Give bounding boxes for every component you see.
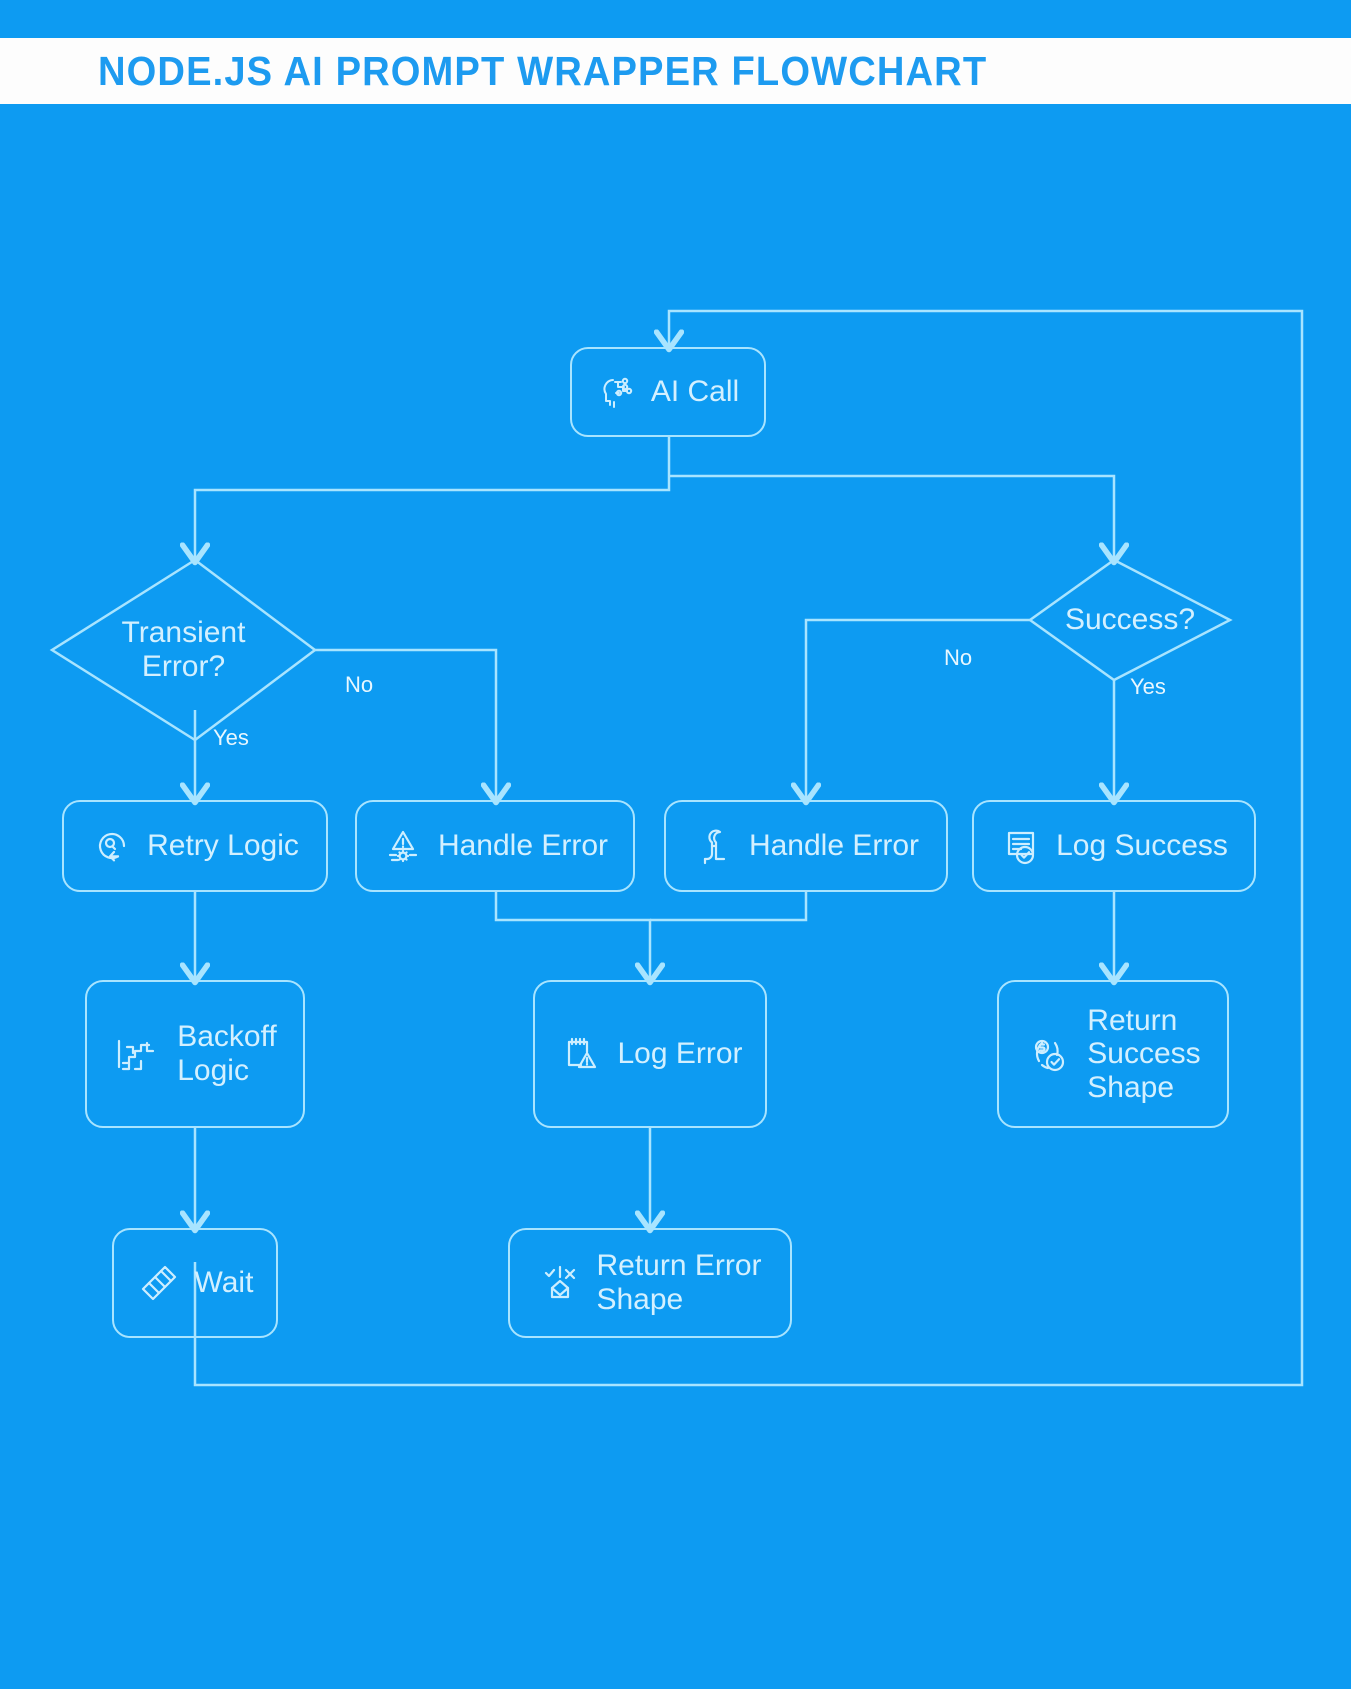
node-log-success[interactable]: Log Success	[972, 800, 1256, 892]
node-ai-call-label: AI Call	[650, 375, 740, 409]
decision-success: Success?	[1030, 560, 1230, 680]
node-handle-error-1[interactable]: Handle Error	[355, 800, 635, 892]
node-log-error-label: Log Error	[617, 1037, 743, 1071]
decision-transient-error-label: Transient Error?	[121, 615, 246, 684]
notepad-warning-icon	[557, 1031, 603, 1077]
node-return-success[interactable]: Return Success Shape	[997, 980, 1229, 1128]
stair-step-icon	[113, 1031, 159, 1077]
node-handle-error-2[interactable]: Handle Error	[664, 800, 948, 892]
node-backoff-logic[interactable]: Backoff Logic	[85, 980, 305, 1128]
edge-label-transient-no: No	[345, 672, 374, 697]
ai-brain-icon	[597, 372, 637, 412]
wrench-icon	[693, 825, 735, 867]
document-check-icon	[1000, 825, 1042, 867]
node-log-success-label: Log Success	[1056, 829, 1228, 863]
warning-gear-icon	[382, 825, 424, 867]
node-return-success-label: Return Success Shape	[1087, 1003, 1201, 1104]
node-return-error[interactable]: Return Error Shape	[508, 1228, 792, 1338]
decision-success-label: Success?	[1064, 602, 1196, 636]
diamond-success	[1027, 558, 1233, 682]
check-cross-icon	[538, 1261, 582, 1305]
retry-refresh-icon	[91, 825, 133, 867]
node-backoff-logic-label: Backoff Logic	[177, 1020, 277, 1087]
diamond-transient-error	[49, 558, 318, 742]
hourglass-icon	[137, 1261, 181, 1305]
dollar-check-icon	[1025, 1031, 1071, 1077]
node-handle-error-1-label: Handle Error	[437, 829, 609, 863]
edge-label-success-no: No	[944, 645, 973, 670]
node-wait[interactable]: Wait	[112, 1228, 278, 1338]
decision-transient-error: Transient Error?	[52, 560, 315, 740]
node-wait-label: Wait	[194, 1266, 254, 1300]
page-title: NODE.JS AI PROMPT WRAPPER FLOWCHART	[98, 47, 988, 94]
title-band: NODE.JS AI PROMPT WRAPPER FLOWCHART	[0, 38, 1351, 104]
node-retry-logic[interactable]: Retry Logic	[62, 800, 328, 892]
edge-label-success-yes: Yes	[1130, 674, 1166, 699]
edge-label-transient-yes: Yes	[213, 725, 249, 750]
node-retry-logic-label: Retry Logic	[147, 829, 299, 863]
node-ai-call[interactable]: AI Call	[570, 347, 766, 437]
node-log-error[interactable]: Log Error	[533, 980, 767, 1128]
node-return-error-label: Return Error Shape	[596, 1249, 762, 1316]
node-handle-error-2-label: Handle Error	[748, 829, 920, 863]
